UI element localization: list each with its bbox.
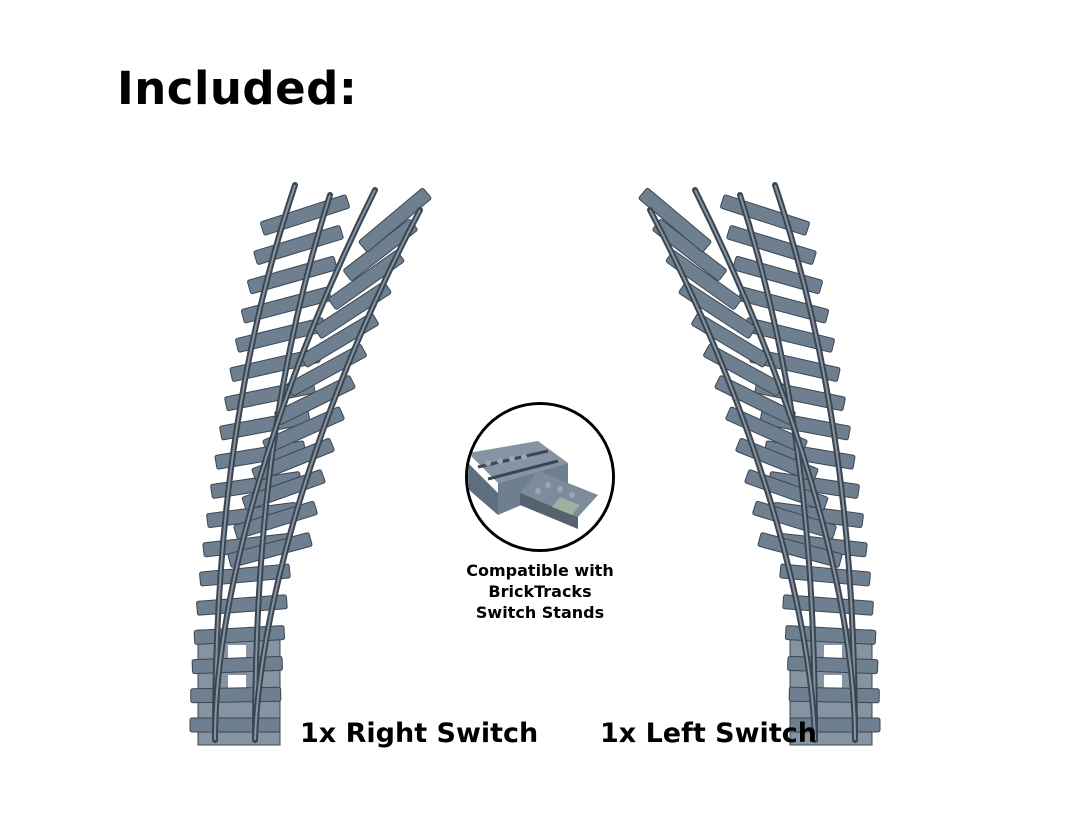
left-switch-curved-tie: [665, 250, 742, 310]
right-switch-base-hole: [228, 645, 246, 661]
left-switch-rail-highlight: [739, 194, 816, 741]
left-switch-curved-tie: [678, 281, 757, 339]
compat-line-3: Switch Stands: [475, 603, 605, 622]
left-switch-label: 1x Left Switch: [600, 718, 817, 749]
left-switch-rail-highlight: [694, 189, 856, 741]
right-switch-curved-tie: [313, 281, 392, 339]
left-switch-tie: [788, 686, 880, 704]
right-switch-curved-tie: [358, 187, 432, 253]
left-switch-track-image: [620, 150, 940, 760]
switch-stand-detail-svg: [468, 405, 612, 549]
right-switch-rail-highlight: [254, 194, 331, 741]
right-switch-tie: [189, 717, 281, 733]
right-switch-curved-tie: [300, 312, 379, 368]
right-switch-label: 1x Right Switch: [300, 718, 539, 749]
right-switch-base-hole: [228, 675, 246, 691]
left-switch-rail-highlight: [649, 209, 816, 741]
left-switch-base-hole: [824, 645, 842, 661]
left-switch-rail-highlight: [774, 184, 856, 741]
right-switch-curved-tie: [262, 406, 345, 454]
right-switch-track-image: [130, 150, 450, 760]
left-switch-base-hole: [824, 675, 842, 691]
right-switch-tie: [190, 686, 282, 704]
right-switch-curved-tie: [328, 250, 405, 310]
page-title: Included:: [117, 62, 358, 115]
compat-line-1: Compatible with: [466, 561, 614, 580]
left-switch-curved-tie: [638, 187, 712, 253]
switch-stand-detail-image: [465, 402, 615, 552]
left-switch-tie: [732, 255, 823, 295]
compat-line-2: BrickTracks: [488, 582, 592, 601]
right-switch-tie: [247, 255, 338, 295]
left-switch-svg: [638, 182, 881, 746]
right-switch-tie: [191, 655, 283, 675]
right-switch-svg: [189, 182, 432, 746]
compatibility-note: Compatible with BrickTracks Switch Stand…: [455, 560, 625, 623]
left-switch-curved-tie: [725, 406, 808, 454]
left-switch-curved-tie: [691, 312, 770, 368]
left-switch-tie: [787, 655, 879, 675]
right-switch-rail-highlight: [254, 209, 421, 741]
switch-stand-callout: Compatible with BrickTracks Switch Stand…: [465, 402, 615, 623]
right-switch-rail-highlight: [214, 184, 296, 741]
right-switch-rail-highlight: [214, 189, 376, 741]
